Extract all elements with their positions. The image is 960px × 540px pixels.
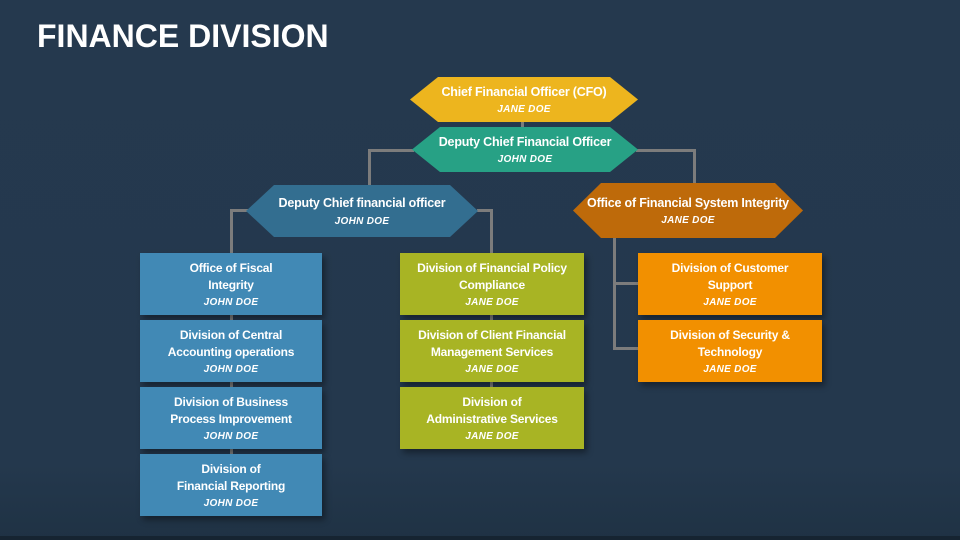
org-node-security-technology[interactable]: Division of Security & Technology JANE D… [638,320,822,382]
node-label: Office of Fiscal Integrity [189,261,273,292]
connector-deputy-to-right-branch-v [693,149,696,185]
org-node-administrative-services[interactable]: Division of Administrative Services JANE… [400,387,584,449]
node-person: JANE DOE [465,430,519,442]
connector-right-column-spine [613,237,616,350]
org-node-client-financial-mgmt[interactable]: Division of Client Financial Management … [400,320,584,382]
org-node-deputy-cfo[interactable]: Deputy Chief Financial Officer JOHN DOE [412,127,638,172]
connector-deputy2-right-stub [477,209,493,212]
node-person: JOHN DOE [203,363,259,375]
node-label: Office of Financial System Integrity [587,195,789,210]
org-node-central-accounting[interactable]: Division of Central Accounting operation… [140,320,322,382]
connector-deputy2-left-stub [230,209,248,212]
connector-deputy-to-left-branch-v [368,149,371,187]
org-node-cfo[interactable]: Chief Financial Officer (CFO) JANE DOE [410,77,638,122]
connector-deputy-to-left-branch-h [368,149,414,152]
node-label: Division of Administrative Services [426,395,558,426]
org-node-business-process[interactable]: Division of Business Process Improvement… [140,387,322,449]
node-label: Deputy Chief Financial Officer [438,134,612,149]
node-label: Deputy Chief financial officer [278,196,446,211]
node-person: JANE DOE [497,104,551,116]
node-person: JOHN DOE [334,215,390,227]
node-label: Division of Central Accounting operation… [167,328,295,359]
node-label: Division of Client Financial Management … [418,328,566,359]
node-label: Division of Financial Policy Compliance [417,261,567,292]
org-node-customer-support[interactable]: Division of Customer Support JANE DOE [638,253,822,315]
slide-bottom-edge [0,536,960,540]
node-person: JANE DOE [703,296,757,308]
node-label: Division of Financial Reporting [176,462,286,493]
org-node-policy-compliance[interactable]: Division of Financial Policy Compliance … [400,253,584,315]
connector-cfo-to-deputy [521,119,524,129]
org-node-financial-reporting[interactable]: Division of Financial Reporting JOHN DOE [140,454,322,516]
node-person: JANE DOE [465,296,519,308]
node-person: JANE DOE [703,363,757,375]
node-person: JANE DOE [465,363,519,375]
page-title: FINANCE DIVISION [37,18,329,54]
connector-deputy-to-right-branch-h [636,149,696,152]
connector-customer-support-stub [613,282,639,285]
org-node-fiscal-integrity[interactable]: Office of Fiscal Integrity JOHN DOE [140,253,322,315]
node-person: JOHN DOE [203,430,259,442]
node-person: JOHN DOE [203,497,259,509]
node-label: Division of Security & Technology [670,328,790,359]
node-person: JANE DOE [661,215,715,227]
node-label: Division of Business Process Improvement [170,395,292,426]
org-node-financial-system-integrity[interactable]: Office of Financial System Integrity JAN… [573,183,803,238]
connector-security-technology-stub [613,347,639,350]
node-label: Chief Financial Officer (CFO) [441,84,607,99]
org-node-deputy-cfo-2[interactable]: Deputy Chief financial officer JOHN DOE [246,185,478,237]
node-person: JOHN DOE [203,296,259,308]
node-label: Division of Customer Support [671,261,789,292]
node-person: JOHN DOE [497,154,553,166]
